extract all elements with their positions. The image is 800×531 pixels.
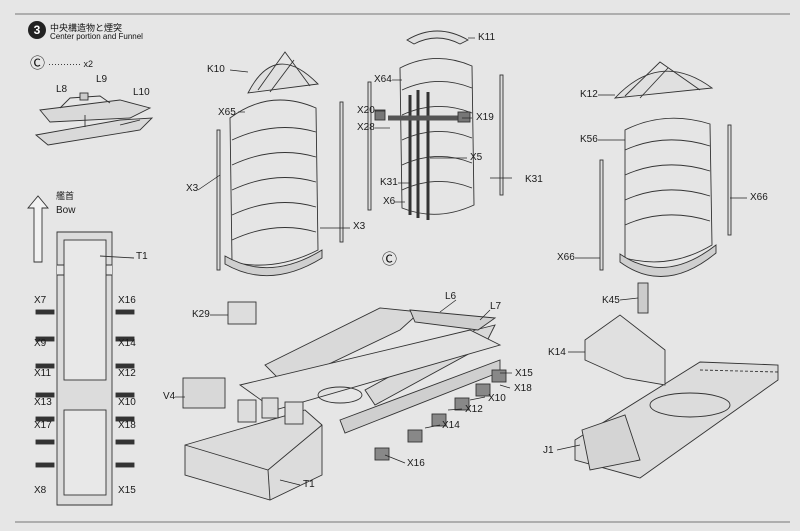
funnel-k56 — [599, 117, 732, 277]
step-number-badge: 3 — [28, 21, 46, 39]
callout-x14-left: X14 — [118, 338, 136, 349]
callout-x66-b: X66 — [557, 252, 575, 263]
callout-k29: K29 — [192, 309, 210, 320]
bow-label-jp: 艦首 — [56, 192, 75, 202]
funnel-x65 — [216, 99, 344, 277]
callout-x3-a: X3 — [186, 183, 199, 194]
bow-label-en: Bow — [56, 205, 76, 216]
callout-l6: L6 — [445, 291, 457, 302]
callout-x66-a: X66 — [750, 192, 768, 203]
callout-x12-left: X12 — [118, 368, 136, 379]
cap-k10 — [247, 63, 319, 94]
deck-part-t1-left — [35, 231, 135, 506]
bow-arrow-icon — [27, 195, 49, 263]
callout-x16-center: X16 — [407, 458, 425, 469]
part-k45 — [637, 282, 649, 314]
part-v4 — [182, 377, 226, 409]
callout-l9: L9 — [96, 74, 108, 85]
callout-x3-b: X3 — [353, 221, 366, 232]
callout-k11: K11 — [478, 32, 496, 43]
part-j1 — [581, 414, 641, 471]
callout-l7: L7 — [490, 301, 502, 312]
step-title-jp: 中央構造物と煙突 — [50, 24, 123, 34]
subassembly-c-drawing — [34, 92, 154, 146]
callout-k56: K56 — [580, 134, 598, 145]
callout-x10-center: X10 — [488, 393, 506, 404]
callout-k31-a: K31 — [380, 177, 398, 188]
callout-x19: X19 — [476, 112, 494, 123]
callout-x64: X64 — [374, 74, 392, 85]
callout-x14-center: X14 — [442, 420, 460, 431]
callout-x28: X28 — [357, 122, 375, 133]
callout-x7: X7 — [34, 295, 47, 306]
callout-x20: X20 — [357, 105, 375, 116]
callout-l8: L8 — [56, 84, 68, 95]
callout-x9: X9 — [34, 338, 47, 349]
callout-x18-center: X18 — [514, 383, 532, 394]
callout-x12-center: X12 — [465, 404, 483, 415]
callout-x5: X5 — [470, 152, 483, 163]
part-k14 — [584, 314, 666, 386]
callout-x65: X65 — [218, 107, 236, 118]
callout-k14: K14 — [548, 347, 566, 358]
callout-j1: J1 — [543, 445, 554, 456]
callout-x8: X8 — [34, 485, 47, 496]
callout-k31-b: K31 — [525, 174, 543, 185]
cap-k12 — [613, 70, 714, 99]
deck-part-t1-bottom — [182, 377, 323, 501]
center-c-marker: Ⓒ — [382, 250, 398, 268]
callout-x6: X6 — [383, 196, 396, 207]
callout-x13: X13 — [34, 397, 52, 408]
callout-t1-bottom: T1 — [303, 479, 315, 490]
deck-structure-right — [574, 282, 779, 479]
callout-x11: X11 — [34, 368, 52, 379]
part-k29 — [227, 301, 257, 325]
callout-x16-left: X16 — [118, 295, 136, 306]
funnel-x64 — [367, 58, 504, 220]
callout-l10: L10 — [133, 87, 150, 98]
subassembly-c-quantity: ··········· x2 — [48, 59, 93, 69]
callout-x18-left: X18 — [118, 420, 136, 431]
callout-x15-center: X15 — [515, 368, 533, 379]
callout-k45: K45 — [602, 295, 620, 306]
callout-k12: K12 — [580, 89, 598, 100]
step-title-en: Center portion and Funnel — [50, 32, 143, 41]
subassembly-c-marker: Ⓒ — [30, 54, 46, 72]
callout-t1-top: T1 — [136, 251, 148, 262]
callout-x17: X17 — [34, 420, 52, 431]
callout-x10-left: X10 — [118, 397, 136, 408]
callout-v4: V4 — [163, 391, 176, 402]
callout-k10: K10 — [207, 64, 225, 75]
callout-x15-left: X15 — [118, 485, 136, 496]
